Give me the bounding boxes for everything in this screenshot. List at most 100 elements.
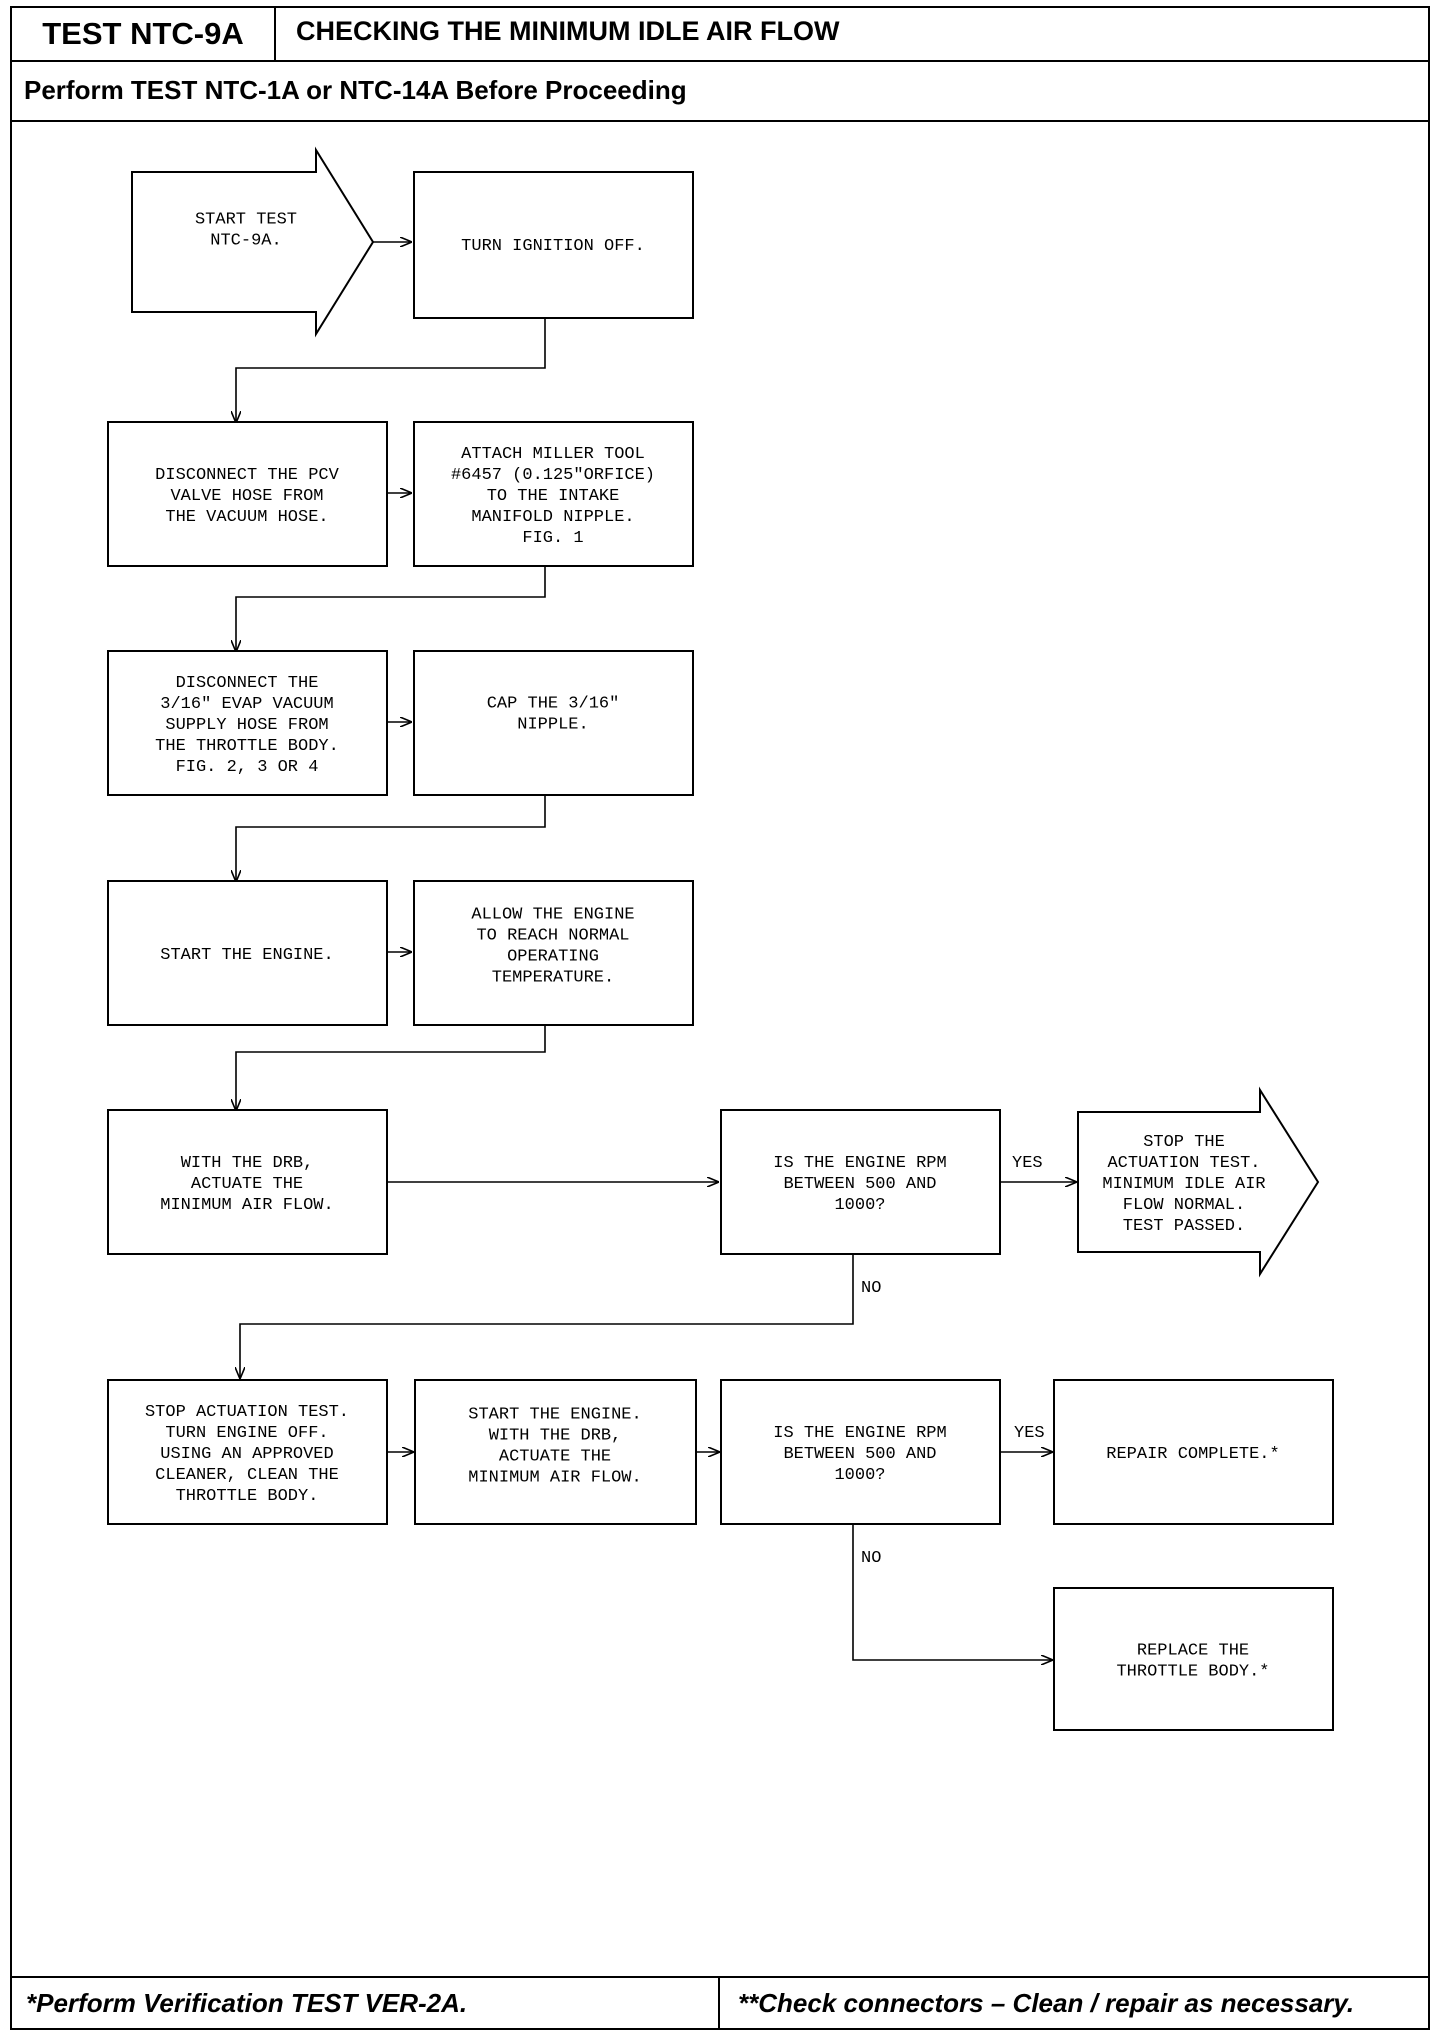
node-text-line: FLOW NORMAL.	[1123, 1196, 1245, 1215]
node-clean-throttle-text: STOP ACTUATION TEST. TURN ENGINE OFF. USIN…	[145, 1403, 349, 1506]
node-text-line: CLEANER, CLEAN THE	[155, 1466, 339, 1485]
node-text-line: TURN IGNITION OFF.	[461, 237, 645, 256]
node-text-line: 3/16" EVAP VACUUM	[160, 695, 333, 714]
node-text-line: BETWEEN 500 AND	[783, 1445, 936, 1464]
node-text-line: BETWEEN 500 AND	[783, 1175, 936, 1194]
node-start-engine: START THE ENGINE.	[107, 880, 388, 1026]
node-text-line: DISCONNECT THE PCV	[155, 466, 339, 485]
node-disconnect-pcv-text: DISCONNECT THE PCV VALVE HOSE FROM THE VAC…	[155, 466, 339, 527]
edge-label-no-2: NO	[861, 1549, 881, 1568]
node-text-line: NIPPLE.	[517, 716, 588, 735]
node-repair-complete: REPAIR COMPLETE.*	[1053, 1379, 1334, 1525]
edge-rpm2-no-to-replace	[852, 1524, 1052, 1660]
node-text-line: MINIMUM AIR FLOW.	[468, 1469, 641, 1488]
node-attach-miller-tool-text: ATTACH MILLER TOOL #6457 (0.125"ORFICE) TO…	[451, 445, 655, 548]
node-text-line: ACTUATE THE	[499, 1448, 611, 1467]
node-text-line: TEST PASSED.	[1123, 1217, 1245, 1236]
node-text-line: MANIFOLD NIPPLE.	[471, 508, 634, 527]
node-replace-throttle: REPLACE THE THROTTLE BODY.*	[1053, 1587, 1334, 1731]
node-text-line: WITH THE DRB,	[181, 1154, 314, 1173]
node-text-line: THE THROTTLE BODY.	[155, 737, 339, 756]
edge-label-yes-2: YES	[1014, 1424, 1045, 1443]
footer: *Perform Verification TEST VER-2A. **Che…	[12, 1976, 1428, 2028]
test-title: CHECKING THE MINIMUM IDLE AIR FLOW	[296, 16, 840, 46]
node-text-line: ACTUATION TEST.	[1107, 1154, 1260, 1173]
node-restart-actuate-text: START THE ENGINE. WITH THE DRB, ACTUATE TH…	[468, 1406, 641, 1488]
node-actuate-drb: WITH THE DRB, ACTUATE THE MINIMUM AIR FLOW…	[107, 1109, 388, 1255]
edge-miller-to-evap	[236, 565, 546, 651]
node-text-line: STOP THE	[1143, 1133, 1225, 1152]
node-text-line: IS THE ENGINE RPM	[773, 1424, 946, 1443]
node-ignition-off: TURN IGNITION OFF.	[413, 171, 694, 319]
node-text-line: FIG. 1	[522, 529, 583, 548]
node-text-line: USING AN APPROVED	[160, 1445, 333, 1464]
node-text-line: #6457 (0.125"ORFICE)	[451, 466, 655, 485]
node-actuate-drb-text: WITH THE DRB, ACTUATE THE MINIMUM AIR FLOW…	[160, 1154, 333, 1215]
node-text-line: TO REACH NORMAL	[476, 927, 629, 946]
node-text-line: START TEST	[195, 211, 297, 230]
edge-label-yes-1: YES	[1012, 1154, 1043, 1173]
node-text-line: NTC-9A.	[210, 232, 281, 251]
node-rpm-check-1: IS THE ENGINE RPM BETWEEN 500 AND 1000?	[720, 1109, 1001, 1255]
node-attach-miller-tool: ATTACH MILLER TOOL #6457 (0.125"ORFICE) TO…	[413, 421, 694, 567]
node-rpm-check-2: IS THE ENGINE RPM BETWEEN 500 AND 1000?	[720, 1379, 1001, 1525]
node-cap-nipple: CAP THE 3/16" NIPPLE.	[413, 650, 694, 796]
node-text-line: SUPPLY HOSE FROM	[165, 716, 328, 735]
node-text-line: FIG. 2, 3 OR 4	[176, 758, 319, 777]
node-repair-complete-text: REPAIR COMPLETE.*	[1106, 1445, 1279, 1464]
node-text-line: OPERATING	[507, 948, 599, 967]
node-ignition-off-text: TURN IGNITION OFF.	[461, 237, 645, 256]
node-text-line: TURN ENGINE OFF.	[165, 1424, 328, 1443]
footer-note-right: **Check connectors – Clean / repair as n…	[738, 1987, 1355, 2018]
node-text-line: ACTUATE THE	[191, 1175, 303, 1194]
node-text-line: START THE ENGINE.	[468, 1406, 641, 1425]
node-text-line: 1000?	[834, 1196, 885, 1215]
node-clean-throttle: STOP ACTUATION TEST. TURN ENGINE OFF. USIN…	[107, 1379, 388, 1525]
node-text-line: THROTTLE BODY.*	[1116, 1663, 1269, 1682]
footer-note-left: *Perform Verification TEST VER-2A.	[12, 1978, 720, 2028]
node-text-line: IS THE ENGINE RPM	[773, 1154, 946, 1173]
node-text-line: REPAIR COMPLETE.*	[1106, 1445, 1279, 1464]
node-text-line: START THE ENGINE.	[160, 946, 333, 965]
node-text-line: DISCONNECT THE	[176, 674, 319, 693]
node-start-test-text: START TEST NTC-9A.	[195, 211, 297, 251]
prerequisite-text: Perform TEST NTC-1A or NTC-14A Before Pr…	[24, 75, 687, 105]
node-text-line: 1000?	[834, 1466, 885, 1485]
node-text-line: MINIMUM IDLE AIR	[1102, 1175, 1265, 1194]
node-cap-nipple-text: CAP THE 3/16" NIPPLE.	[487, 695, 620, 735]
node-rpm-check-1-text: IS THE ENGINE RPM BETWEEN 500 AND 1000?	[773, 1154, 946, 1215]
node-text-line: REPLACE THE	[1137, 1642, 1249, 1661]
node-replace-throttle-text: REPLACE THE THROTTLE BODY.*	[1116, 1642, 1269, 1682]
node-text-line: VALVE HOSE FROM	[170, 487, 323, 506]
node-rpm-check-2-text: IS THE ENGINE RPM BETWEEN 500 AND 1000?	[773, 1424, 946, 1485]
node-test-passed: STOP THE ACTUATION TEST. MINIMUM IDLE AIR F…	[1077, 1086, 1320, 1278]
node-text-line: STOP ACTUATION TEST.	[145, 1403, 349, 1422]
node-text-line: WITH THE DRB,	[489, 1427, 622, 1446]
node-text-line: CAP THE 3/16"	[487, 695, 620, 714]
edge-temp-to-actuate	[236, 1024, 546, 1110]
node-text-line: THROTTLE BODY.	[176, 1487, 319, 1506]
edge-ignition-to-pcv	[236, 318, 546, 422]
node-text-line: ALLOW THE ENGINE	[471, 906, 634, 925]
node-start-test: START TEST NTC-9A.	[131, 146, 375, 338]
edge-label-no-1: NO	[861, 1279, 881, 1298]
node-disconnect-pcv: DISCONNECT THE PCV VALVE HOSE FROM THE VAC…	[107, 421, 388, 567]
test-id: TEST NTC-9A	[12, 8, 276, 60]
connectors	[236, 242, 1076, 1660]
node-start-engine-text: START THE ENGINE.	[160, 946, 333, 965]
node-test-passed-text: STOP THE ACTUATION TEST. MINIMUM IDLE AIR F…	[1102, 1133, 1265, 1236]
node-allow-temperature-text: ALLOW THE ENGINE TO REACH NORMAL OPERATING…	[471, 906, 634, 988]
node-disconnect-evap-text: DISCONNECT THE 3/16" EVAP VACUUM SUPPLY HO…	[155, 674, 339, 777]
header-row: TEST NTC-9A CHECKING THE MINIMUM IDLE AI…	[12, 8, 1428, 62]
edge-rpm-no-to-clean	[240, 1254, 854, 1378]
node-restart-actuate: START THE ENGINE. WITH THE DRB, ACTUATE TH…	[414, 1379, 697, 1525]
node-text-line: TO THE INTAKE	[487, 487, 620, 506]
edge-cap-to-start-engine	[236, 794, 546, 881]
node-text-line: TEMPERATURE.	[492, 969, 614, 988]
node-text-line: MINIMUM AIR FLOW.	[160, 1196, 333, 1215]
node-allow-temperature: ALLOW THE ENGINE TO REACH NORMAL OPERATING…	[413, 880, 694, 1026]
node-text-line: THE VACUUM HOSE.	[165, 508, 328, 527]
node-text-line: ATTACH MILLER TOOL	[461, 445, 645, 464]
node-disconnect-evap: DISCONNECT THE 3/16" EVAP VACUUM SUPPLY HO…	[107, 650, 388, 796]
